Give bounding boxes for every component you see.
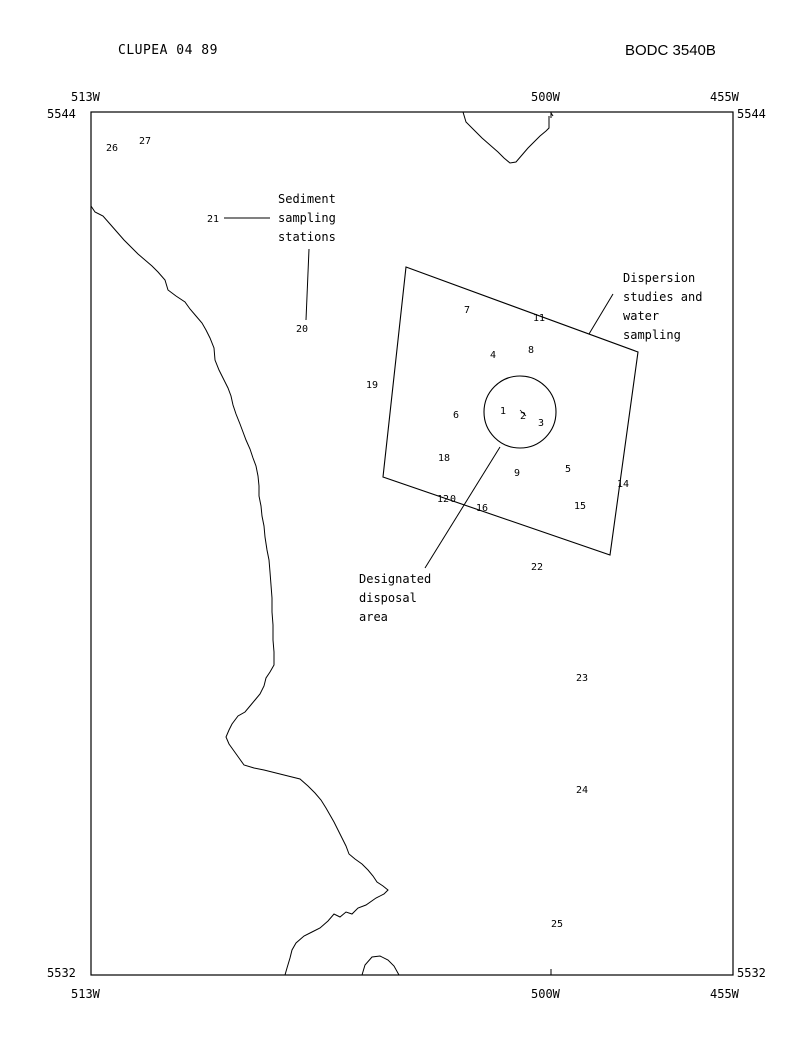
station-label: 12	[437, 494, 449, 505]
lat-label-bottom-right: 5532	[737, 966, 766, 980]
note-dispersion-line4: sampling	[623, 328, 681, 342]
island-bottom	[361, 955, 400, 976]
leader-disposal	[424, 446, 501, 569]
leader-dispersion	[588, 293, 614, 335]
note-dispersion-line3: water	[623, 309, 659, 323]
lat-label-bottom-left: 5532	[47, 966, 76, 980]
lat-label-top-right: 5544	[737, 107, 766, 121]
station-label: 16	[476, 503, 488, 514]
station-label: 6	[453, 410, 459, 421]
cruise-title: CLUPEA 04 89	[118, 43, 218, 58]
lon-label-bottom-right: 455W	[710, 987, 739, 1001]
station-label: 20	[296, 324, 308, 335]
station-label: 14	[617, 479, 629, 490]
coastline-west	[90, 205, 389, 976]
station-label: 27	[139, 136, 151, 147]
bodc-reference: BODC 3540B	[625, 42, 716, 59]
lon-label-bottom-mid: 500W	[531, 987, 560, 1001]
note-dispersion-line2: studies and	[623, 290, 702, 304]
station-label: 7	[464, 305, 470, 316]
lon-label-bottom-left: 513W	[71, 987, 100, 1001]
station-label: 11	[533, 313, 545, 324]
station-label: 15	[574, 501, 586, 512]
station-label: 3	[538, 418, 544, 429]
station-label: 5	[565, 464, 571, 475]
station-label: 4	[490, 350, 496, 361]
coastline-top	[462, 111, 550, 164]
note-sediment-line1: Sediment	[278, 192, 336, 206]
station-label: 23	[576, 673, 588, 684]
station-label: 18	[438, 453, 450, 464]
cross-mark	[519, 409, 527, 417]
dispersion-study-area	[382, 266, 639, 556]
note-dispersion-line1: Dispersion	[623, 271, 695, 285]
station-label: 21	[207, 214, 219, 225]
station-label: 9	[514, 468, 520, 479]
station-label: 0	[450, 494, 456, 505]
note-sediment-line3: stations	[278, 230, 336, 244]
map-frame	[90, 111, 734, 976]
note-sediment-line2: sampling	[278, 211, 336, 225]
designated-disposal-area	[483, 375, 557, 449]
note-disposal-line1: Designated	[359, 572, 431, 586]
note-disposal-line2: disposal	[359, 591, 417, 605]
station-label: 26	[106, 143, 118, 154]
leader-sediment-20	[305, 248, 310, 321]
lat-label-top-left: 5544	[47, 107, 76, 121]
lon-label-top-left: 513W	[71, 90, 100, 104]
station-label: 25	[551, 919, 563, 930]
station-label: 8	[528, 345, 534, 356]
lon-label-top-mid: 500W	[531, 90, 560, 104]
station-label: 22	[531, 562, 543, 573]
note-disposal-line3: area	[359, 610, 388, 624]
station-label: 19	[366, 380, 378, 391]
station-label: 24	[576, 785, 588, 796]
lon-label-top-right: 455W	[710, 90, 739, 104]
station-label: 2	[520, 411, 526, 422]
station-label: 1	[500, 406, 506, 417]
